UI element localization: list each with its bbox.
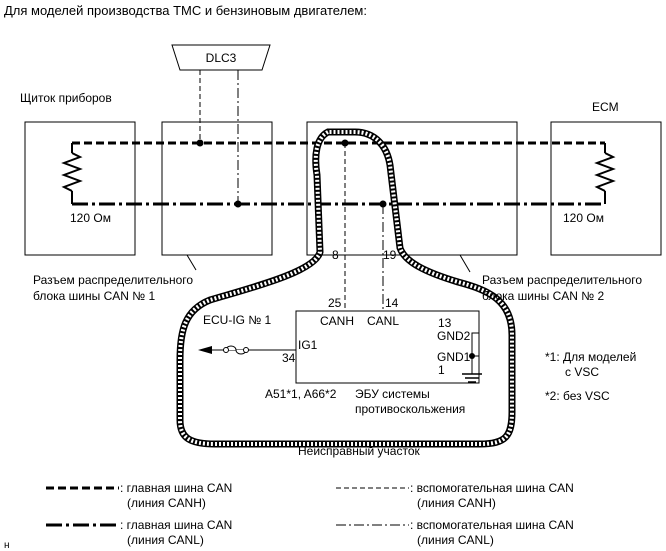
junction-connector-2-box bbox=[306, 121, 518, 256]
ig1-pin-name: IG1 bbox=[298, 338, 318, 352]
abs-ecu-box bbox=[295, 310, 480, 384]
pin-8-label: 8 bbox=[332, 248, 339, 262]
faulty-area-label: Неисправный участок bbox=[298, 444, 421, 458]
fuse-terminal-left bbox=[223, 347, 229, 353]
legend-sub-canl-text2: (линия CANL) bbox=[417, 533, 494, 547]
gnd2-pin-name: GND2 bbox=[437, 329, 471, 343]
resistor-right-label: 120 Ом bbox=[563, 211, 604, 225]
canh-splice-dot-1 bbox=[196, 139, 204, 147]
legend-main-canh-text1: : главная шина CAN bbox=[120, 481, 232, 495]
pin-34-label: 34 bbox=[282, 351, 296, 365]
note-2: *2: без VSC bbox=[545, 389, 610, 403]
instrument-cluster-label: Щиток приборов bbox=[20, 91, 112, 105]
abs-ecu-label-line2: противоскольжения bbox=[355, 402, 465, 416]
legend-sub-canh-text1: : вспомогательная шина CAN bbox=[410, 481, 574, 495]
abs-ecu-label-line1: ЭБУ системы bbox=[355, 387, 430, 401]
faulty-area-outline bbox=[176, 128, 516, 448]
canl-pin-name: CANL bbox=[367, 314, 399, 328]
ecm-box bbox=[550, 121, 662, 256]
junction1-label-line1: Разъем распределительного bbox=[33, 273, 193, 287]
pin-1-label: 1 bbox=[438, 363, 445, 377]
resistor-right bbox=[594, 152, 616, 192]
ig1-arrow-icon bbox=[198, 346, 212, 354]
pin-13-label: 13 bbox=[438, 316, 452, 330]
legend-main-canh-text2: (линия CANH) bbox=[127, 496, 206, 510]
legend-sub-canh-text2: (линия CANH) bbox=[417, 496, 496, 510]
canl-splice-dot-1 bbox=[234, 200, 242, 208]
pin-19-label: 19 bbox=[383, 248, 397, 262]
junction2-leader bbox=[459, 254, 471, 273]
diagram-title: Для моделей производства TMC и бензиновы… bbox=[4, 3, 367, 18]
legend-sub-canl-text1: : вспомогательная шина CAN bbox=[410, 518, 574, 532]
corner-mark: н bbox=[4, 540, 10, 551]
ecu-ig-label: ECU-IG № 1 bbox=[203, 313, 272, 327]
junction2-label-line2: блока шины CAN № 2 bbox=[482, 289, 604, 303]
junction-connector-1-box bbox=[161, 121, 273, 256]
fuse-icon bbox=[225, 345, 247, 355]
note-1-line1: *1: Для моделей bbox=[545, 350, 636, 364]
junction1-label-line2: блока шины CAN № 1 bbox=[33, 289, 155, 303]
legend-main-canl-text1: : главная шина CAN bbox=[120, 518, 232, 532]
gnd2-wire bbox=[471, 332, 479, 356]
legend-main-canl-text2: (линия CANL) bbox=[127, 533, 204, 547]
dlc3-label: DLC3 bbox=[206, 51, 237, 65]
resistor-left-label: 120 Ом bbox=[70, 211, 111, 225]
pin-25-label: 25 bbox=[328, 296, 342, 310]
canh-pin-name: CANH bbox=[320, 314, 354, 328]
dlc3-connector-shape bbox=[171, 44, 271, 71]
junction2-label-line1: Разъем распределительного bbox=[482, 273, 642, 287]
fuse-terminal-right bbox=[243, 347, 249, 353]
connector-codes: A51*1, A66*2 bbox=[265, 387, 337, 401]
note-1-line2: с VSC bbox=[565, 365, 599, 379]
ground-splice-dot bbox=[469, 353, 475, 359]
pin-14-label: 14 bbox=[385, 296, 399, 310]
gnd1-pin-name: GND1 bbox=[437, 350, 471, 364]
junction1-leader bbox=[186, 254, 197, 271]
instrument-cluster-box bbox=[24, 121, 136, 256]
ecm-label: ECM bbox=[592, 100, 619, 114]
faulty-area-hatching bbox=[178, 130, 514, 446]
resistor-left bbox=[61, 152, 83, 192]
